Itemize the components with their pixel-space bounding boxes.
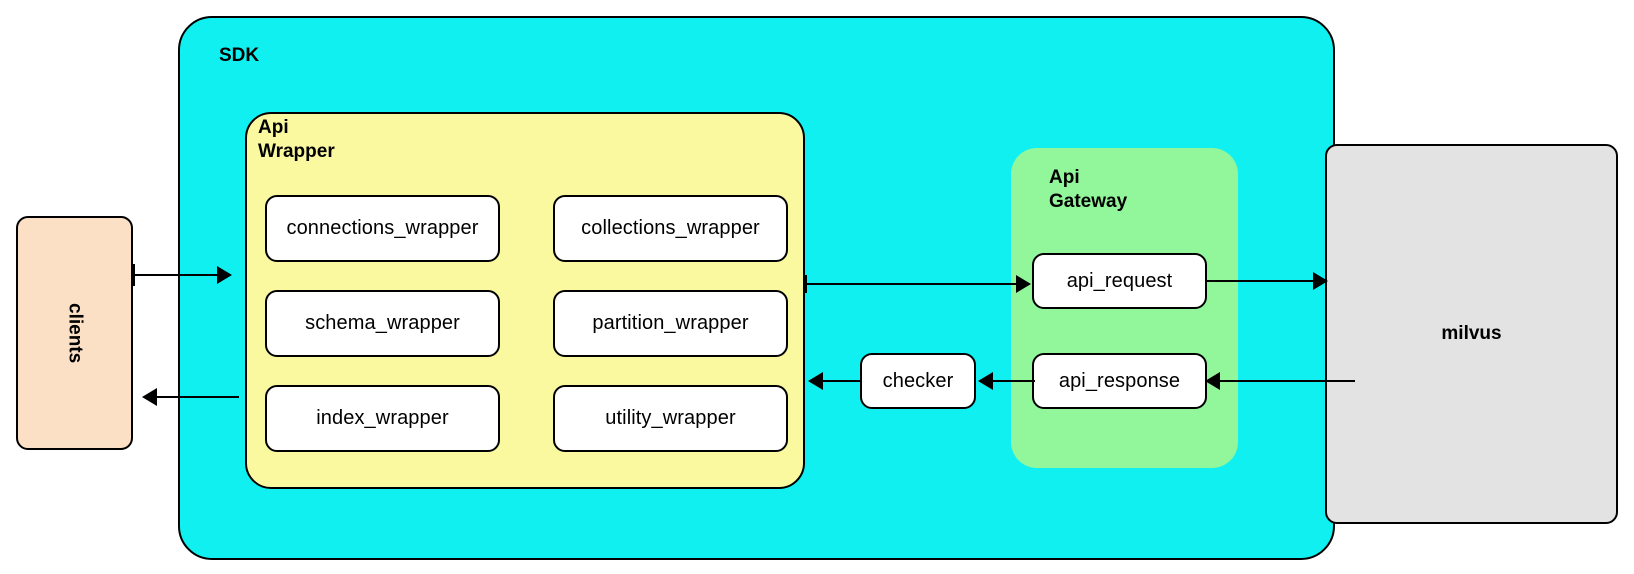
flow-request-to-milvus-line bbox=[1207, 280, 1319, 282]
flow-response-to-checker-head bbox=[978, 372, 993, 390]
node-utility-wrapper[interactable]: utility_wrapper bbox=[553, 385, 788, 452]
flow-wrapper-to-clients-head bbox=[142, 388, 157, 406]
node-index-wrapper[interactable]: index_wrapper bbox=[265, 385, 500, 452]
flow-response-to-checker-line bbox=[993, 380, 1035, 382]
flow-milvus-to-response-head bbox=[1205, 372, 1220, 390]
node-clients[interactable]: clients bbox=[16, 216, 133, 450]
container-sdk-label: SDK bbox=[219, 45, 260, 66]
flow-milvus-to-response-line bbox=[1220, 380, 1355, 382]
node-collections-wrapper[interactable]: collections_wrapper bbox=[553, 195, 788, 262]
node-partition-wrapper[interactable]: partition_wrapper bbox=[553, 290, 788, 357]
node-checker[interactable]: checker bbox=[860, 353, 976, 409]
flow-checker-to-wrapper-head bbox=[808, 372, 823, 390]
node-api-request[interactable]: api_request bbox=[1032, 253, 1207, 309]
flow-checker-to-wrapper-line bbox=[823, 380, 861, 382]
node-milvus[interactable]: milvus bbox=[1325, 144, 1618, 524]
node-api-response[interactable]: api_response bbox=[1032, 353, 1207, 409]
flow-request-to-milvus-head bbox=[1313, 272, 1328, 290]
flow-wrapper-to-gateway-line bbox=[805, 283, 1018, 285]
node-schema-wrapper[interactable]: schema_wrapper bbox=[265, 290, 500, 357]
flow-wrapper-to-gateway-head bbox=[1016, 275, 1031, 293]
container-api-gateway-label: Api Gateway bbox=[1049, 167, 1128, 212]
flow-clients-to-wrapper-head bbox=[217, 266, 232, 284]
flow-wrapper-to-clients-line bbox=[157, 396, 239, 398]
container-api-wrapper-label: Api Wrapper bbox=[258, 117, 335, 162]
flow-clients-to-wrapper-line bbox=[133, 274, 219, 276]
node-connections-wrapper[interactable]: connections_wrapper bbox=[265, 195, 500, 262]
